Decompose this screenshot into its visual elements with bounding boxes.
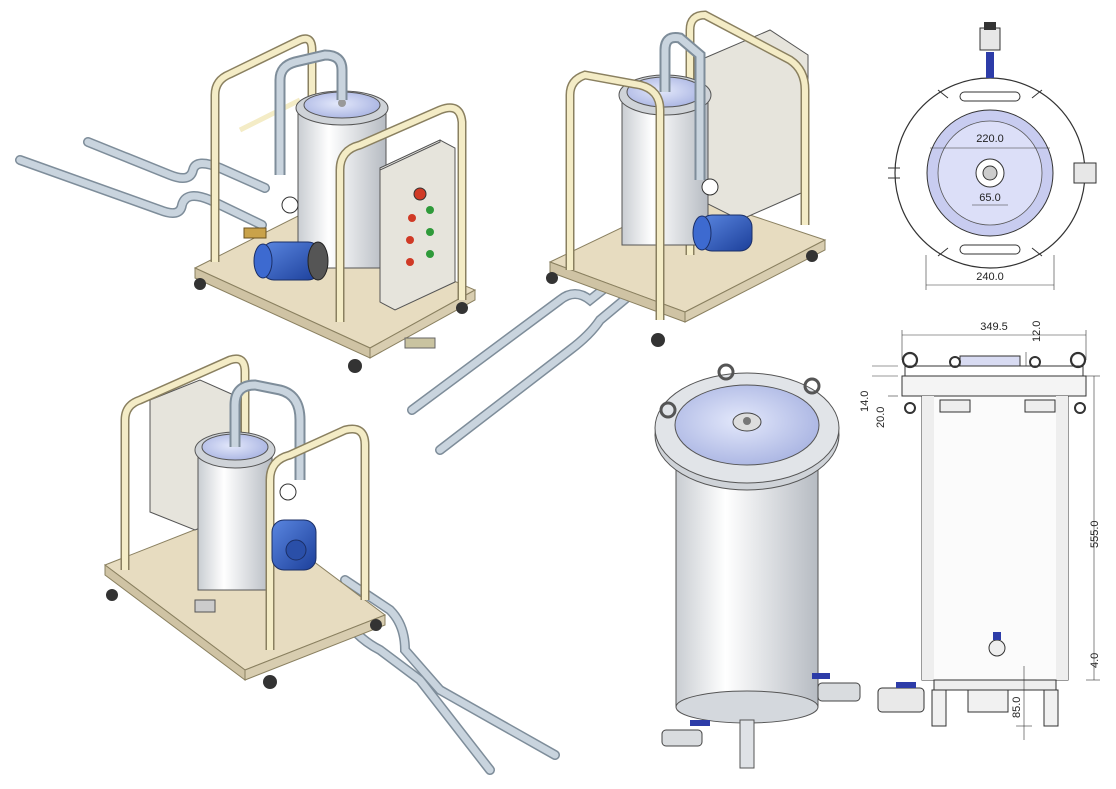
caster (194, 278, 206, 290)
outlet-valve (812, 673, 861, 702)
side-view-drawing: 349.5 12.0 14.0 20.0 555.0 4.0 85.0 (859, 321, 1101, 740)
dim-base-gap: 4.0 (1089, 653, 1101, 668)
isometric-view-side (103, 354, 560, 775)
pump-motor (253, 241, 329, 281)
indicator-red (413, 187, 427, 201)
dim-flange-a: 14.0 (859, 391, 871, 412)
dim-flange-b: 20.0 (875, 407, 887, 428)
dim-housing-height: 555.0 (1089, 520, 1101, 548)
dim-lid-thickness: 12.0 (1031, 321, 1043, 342)
dim-leg-height: 85.0 (1011, 697, 1023, 718)
isometric-view-front (15, 34, 477, 373)
hose-left-2 (83, 137, 270, 193)
dim-outer-diameter: 240.0 (976, 271, 1004, 283)
drain-valve (661, 720, 710, 747)
top-view-drawing: 220.0 65.0 240.0 (888, 22, 1097, 290)
dim-center-diameter: 65.0 (979, 192, 1000, 204)
pressure-gauge (281, 196, 299, 214)
control-box (379, 139, 456, 311)
dim-overall-width: 349.5 (980, 321, 1008, 333)
filter-housing-isometric (654, 363, 861, 769)
dim-inner-diameter: 220.0 (976, 133, 1004, 145)
isometric-view-rear (407, 10, 827, 455)
